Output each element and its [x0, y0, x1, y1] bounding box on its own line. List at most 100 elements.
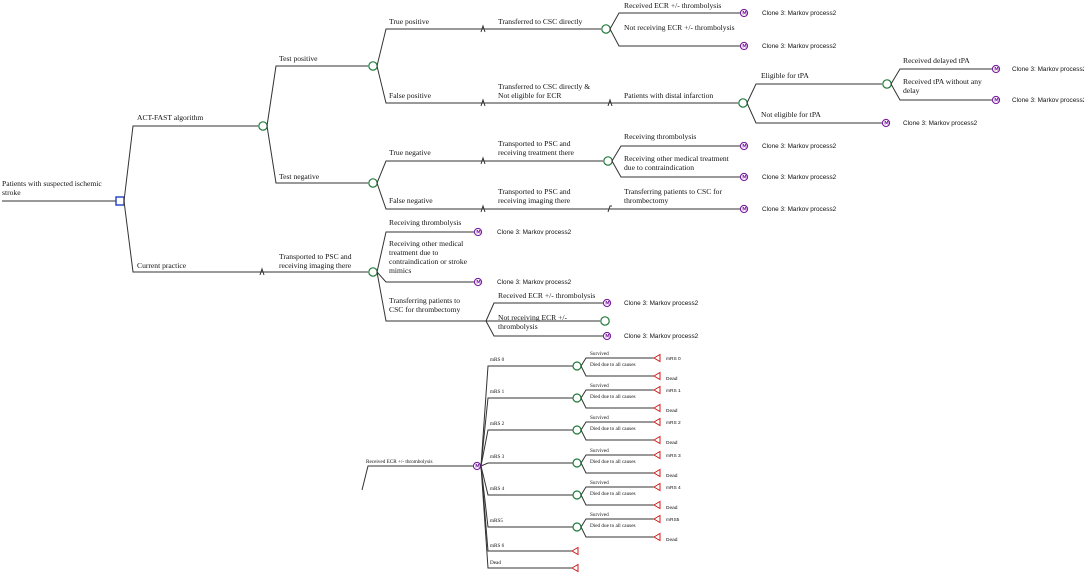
fp-transfer-label-line1: Transferred to CSC directly &	[498, 82, 590, 91]
chance-node-mrs-state[interactable]	[572, 522, 582, 532]
terminal-node[interactable]	[653, 371, 661, 381]
markov-node[interactable]: M	[739, 172, 749, 182]
svg-text:M: M	[884, 121, 889, 127]
fp-transfer-label-line2: Not eligible for ECR	[498, 91, 562, 100]
mrs-outcome-label: mRS 2	[666, 420, 681, 426]
tn-thrombolysis-label: Receiving thrombolysis	[624, 132, 696, 141]
decision-node[interactable]	[115, 196, 125, 206]
svg-text:M: M	[742, 44, 747, 50]
chance-node-true-positive[interactable]	[601, 24, 611, 34]
markov-clone-label: Clone 3: Markov process2	[497, 279, 572, 286]
svg-text:M: M	[475, 464, 480, 470]
markov-root-label: Received ECR +/- thrombolysis	[366, 459, 432, 465]
mrs-state-label: mRS 0	[490, 357, 505, 363]
terminal-node[interactable]	[653, 435, 661, 445]
markov-node[interactable]: M	[739, 204, 749, 214]
cp-other-label-line3: contraindication or stroke	[389, 257, 468, 266]
svg-text:M: M	[476, 280, 481, 286]
tn-psc-label-line2: receiving treatment there	[498, 148, 575, 157]
terminal-node[interactable]	[653, 403, 661, 413]
markov-node[interactable]: M	[881, 118, 891, 128]
markov-clone-label: Clone 3: Markov process2	[762, 10, 837, 17]
terminal-node[interactable]	[653, 417, 661, 427]
died-label: Died due to all causes	[590, 426, 636, 432]
svg-text:M: M	[742, 11, 747, 17]
markov-node[interactable]: M	[602, 331, 612, 341]
markov-node[interactable]: M	[991, 95, 1001, 105]
chance-node-mrs-state[interactable]	[572, 458, 582, 468]
cp-not-receiving-ecr-label-line2: thrombolysis	[498, 322, 538, 331]
cp-transfer-label-line2: CSC for thrombectomy	[389, 305, 460, 314]
mrs-outcome-label: mRS 1	[666, 388, 681, 394]
svg-text:M: M	[605, 334, 610, 340]
svg-text:M: M	[742, 144, 747, 150]
terminal-node[interactable]	[653, 482, 661, 492]
fn-psc-label-line2: receiving imaging there	[498, 196, 571, 205]
terminal-node[interactable]	[653, 514, 661, 524]
chance-node-test-positive[interactable]	[368, 61, 378, 71]
died-label: Died due to all causes	[590, 362, 636, 368]
terminal-node[interactable]	[653, 353, 661, 363]
markov-node[interactable]: M	[739, 41, 749, 51]
markov-node[interactable]: M	[473, 277, 483, 287]
root-label-line2: stroke	[2, 188, 21, 197]
markov-node[interactable]: M	[472, 461, 482, 471]
mrs-state-label: mRS5	[490, 518, 503, 524]
chance-node-mrs-state[interactable]	[572, 361, 582, 371]
markov-clone-label: Clone 3: Markov process2	[624, 300, 699, 307]
markov-clone-label: Clone 3: Markov process2	[762, 43, 837, 50]
chance-node-act-fast[interactable]	[258, 121, 268, 131]
cp-other-label-line2: treatment due to	[389, 248, 439, 257]
tn-psc-label-line1: Transported to PSC and	[498, 139, 571, 148]
markov-clone-label: Clone 3: Markov process2	[903, 120, 978, 127]
dead-branch-label: Dead	[490, 560, 501, 566]
survived-label: Survived	[590, 383, 609, 389]
terminal-node[interactable]	[653, 450, 661, 460]
svg-text:M: M	[994, 67, 999, 73]
markov-node[interactable]: M	[991, 64, 1001, 74]
mrs-outcome-label: mRS5	[666, 517, 680, 523]
tp-transfer-label: Transferred to CSC directly	[498, 17, 582, 26]
terminal-node[interactable]	[653, 385, 661, 395]
false-negative-label: False negative	[389, 196, 433, 205]
cp-transfer-label-line1: Transferring patients to	[389, 296, 460, 305]
true-negative-label: True negative	[389, 148, 431, 157]
chance-node-current-practice[interactable]	[368, 267, 378, 277]
cp-received-ecr-label: Received ECR +/- thrombolysis	[498, 291, 595, 300]
mrs-state-label: mRS 2	[490, 421, 505, 427]
true-positive-label: True positive	[389, 17, 430, 26]
chance-node-mrs-state[interactable]	[572, 425, 582, 435]
dead-outcome-label: Dead	[666, 440, 678, 446]
chance-node-true-negative[interactable]	[603, 156, 613, 166]
svg-text:M: M	[742, 175, 747, 181]
survived-label: Survived	[590, 351, 609, 357]
dead-outcome-label: Dead	[666, 537, 678, 543]
chance-node-mrs-state[interactable]	[572, 490, 582, 500]
mrs6-label: mRS 6	[490, 543, 505, 549]
markov-node[interactable]: M	[739, 8, 749, 18]
chance-node-distal-infarction[interactable]	[738, 98, 748, 108]
chance-node-cp-transfer[interactable]	[600, 316, 610, 326]
died-label: Died due to all causes	[590, 394, 636, 400]
svg-text:M: M	[605, 301, 610, 307]
chance-node-test-negative[interactable]	[368, 178, 378, 188]
markov-node[interactable]: M	[739, 141, 749, 151]
act-fast-label: ACT-FAST algorithm	[137, 113, 203, 122]
survived-label: Survived	[590, 512, 609, 518]
terminal-node[interactable]	[653, 500, 661, 510]
tn-other-label-line1: Receiving other medical treatment	[624, 154, 730, 163]
markov-clone-label: Clone 3: Markov process2	[762, 206, 837, 213]
terminal-node[interactable]	[653, 468, 661, 478]
dead-outcome-label: Dead	[666, 505, 678, 511]
cp-other-label-line1: Receiving other medical	[389, 239, 463, 248]
markov-clone-label: Clone 3: Markov process2	[497, 229, 572, 236]
chance-node-eligible-tpa[interactable]	[882, 79, 892, 89]
terminal-node[interactable]	[571, 563, 579, 573]
terminal-node[interactable]	[571, 546, 579, 556]
chance-node-mrs-state[interactable]	[572, 393, 582, 403]
markov-node[interactable]: M	[473, 227, 483, 237]
test-negative-label: Test negative	[279, 172, 320, 181]
markov-node[interactable]: M	[602, 298, 612, 308]
terminal-node[interactable]	[653, 532, 661, 542]
